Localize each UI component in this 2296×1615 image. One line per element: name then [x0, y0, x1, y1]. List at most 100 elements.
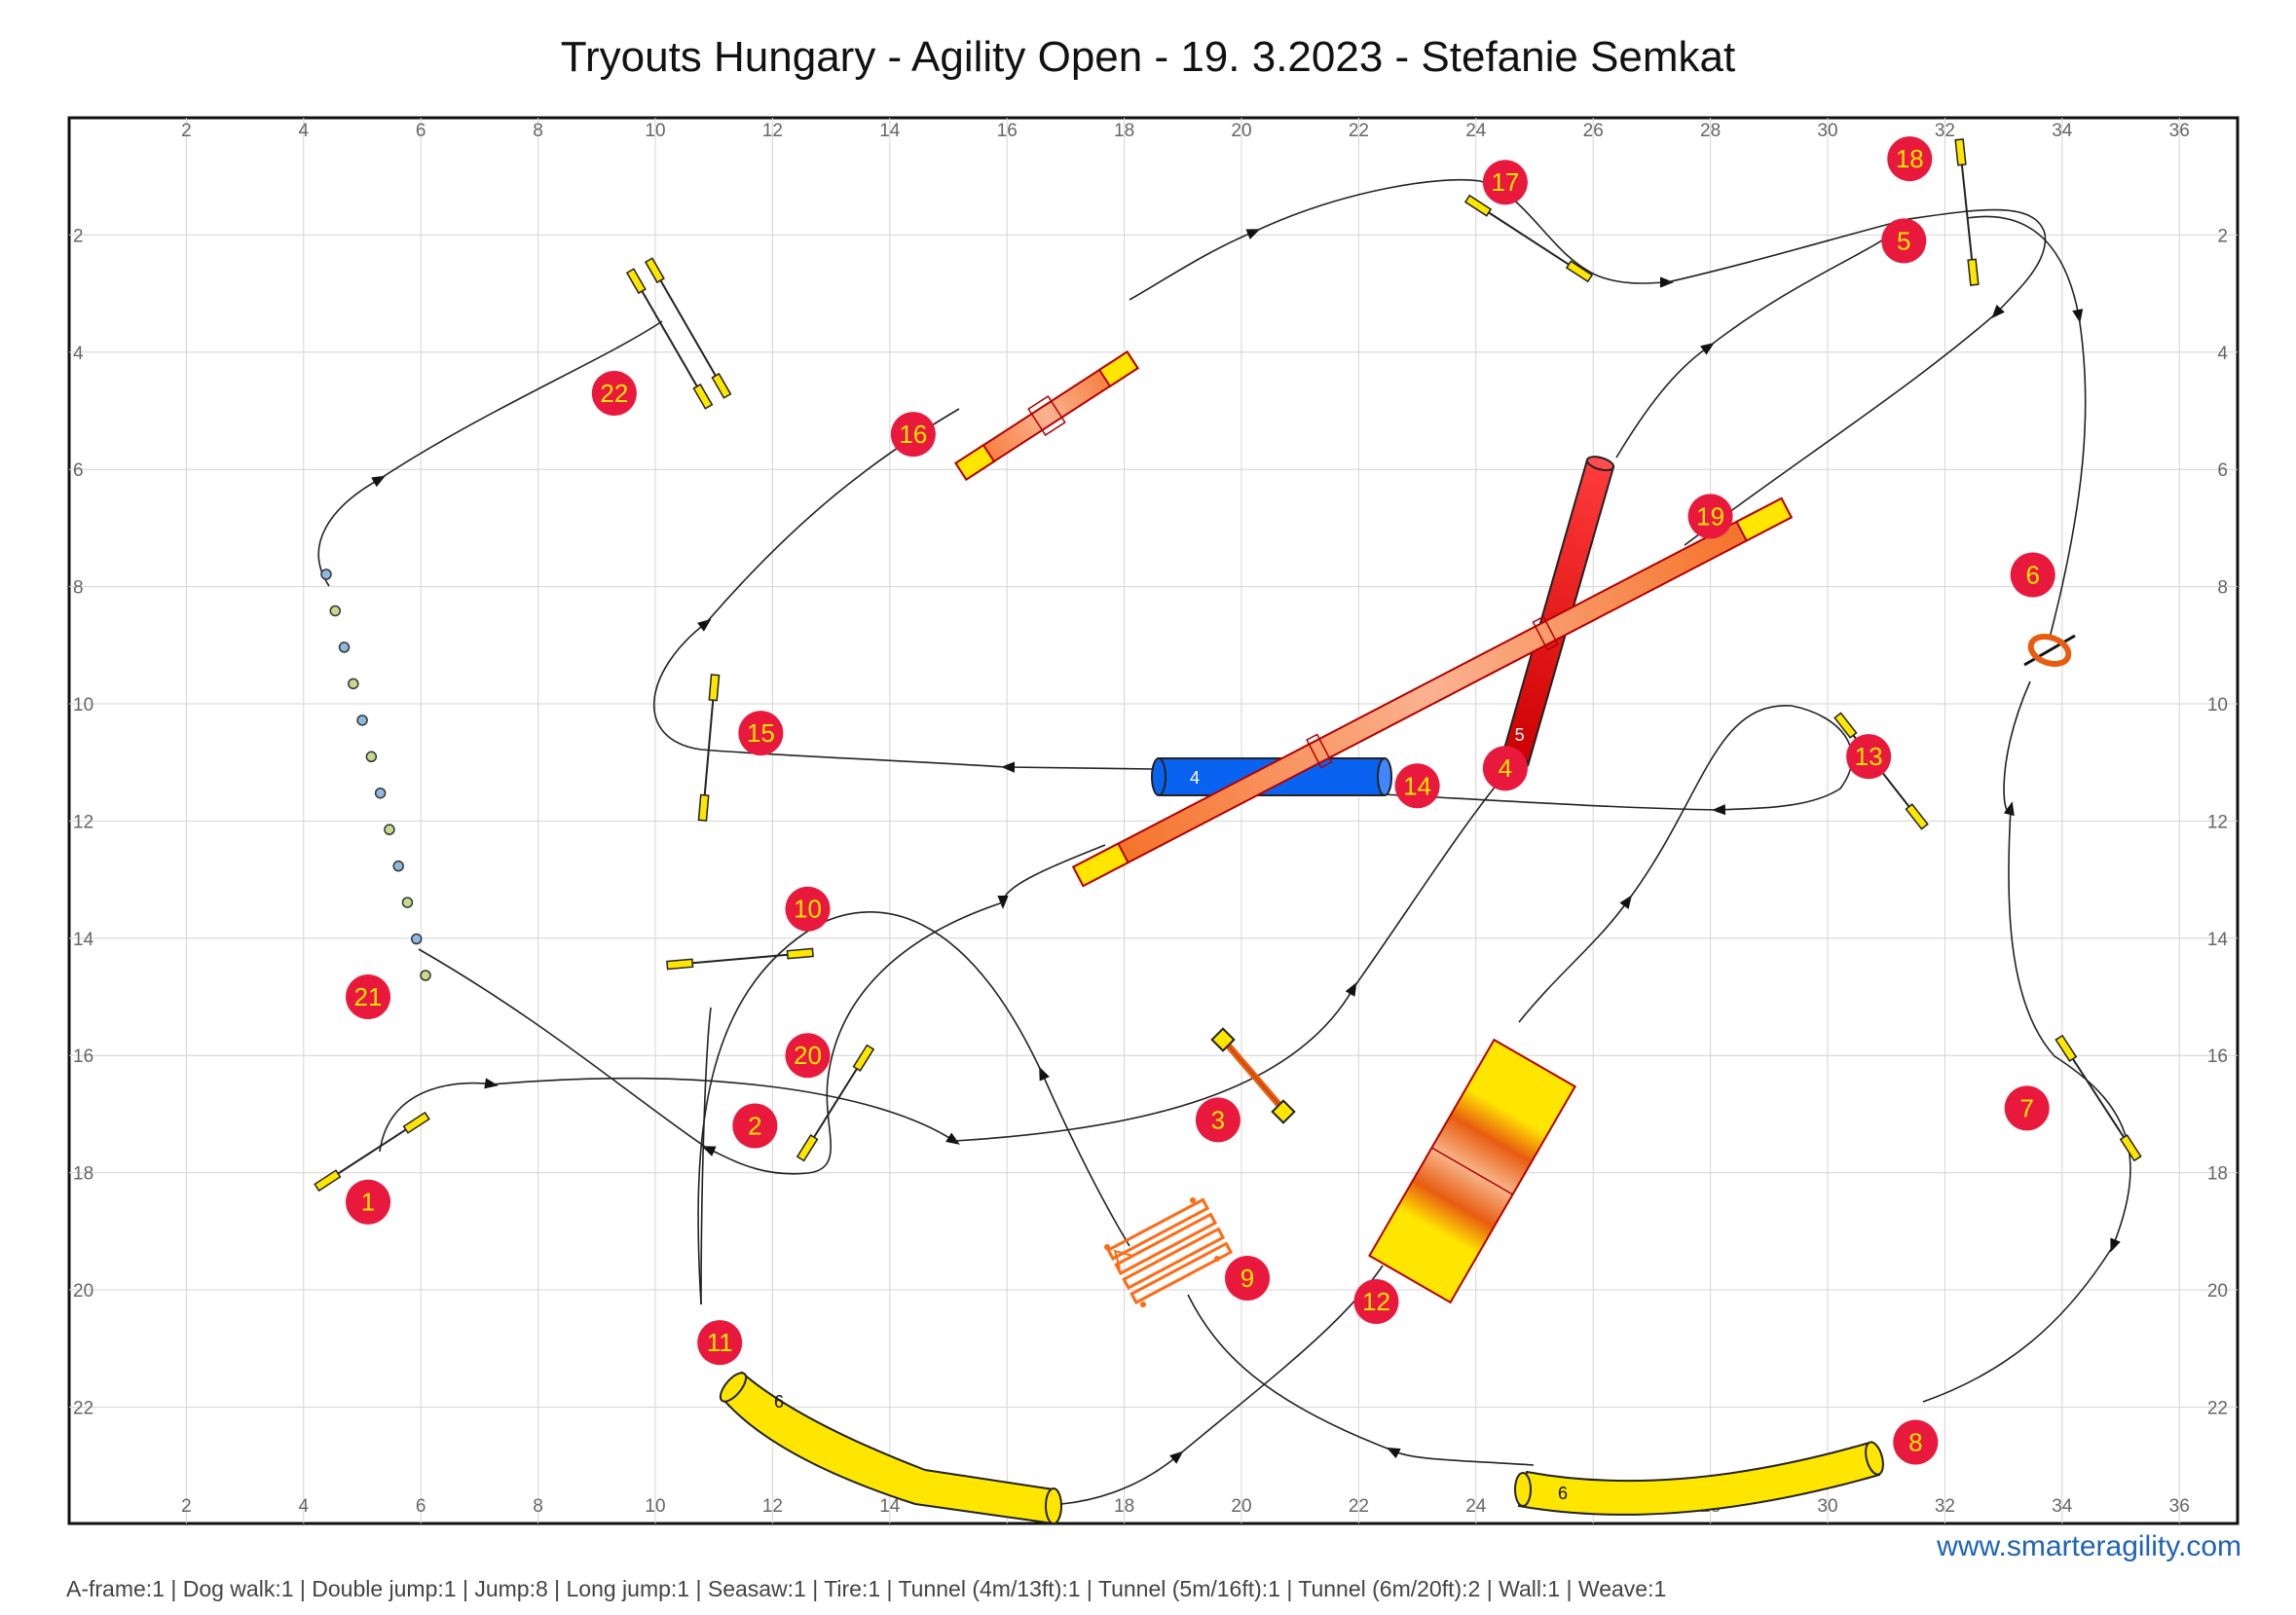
y-tick-label: 12 — [73, 812, 93, 832]
x-tick-label: 20 — [1231, 121, 1251, 141]
number-badge-circle — [1394, 763, 1440, 809]
weave-pole — [374, 787, 387, 799]
number-badge-label: 8 — [1908, 1428, 1922, 1457]
number-badge: 6 — [2010, 552, 2055, 598]
jump — [796, 1044, 875, 1162]
number-badge-label: 7 — [2019, 1093, 2033, 1122]
jump — [666, 947, 814, 971]
y-tick-label: 16 — [2207, 1046, 2228, 1067]
y-tick-label: 18 — [73, 1164, 93, 1185]
number-badge: 22 — [591, 370, 637, 416]
number-badge: 19 — [1687, 494, 1733, 539]
x-tick-label: 30 — [1817, 121, 1837, 141]
number-badge: 2 — [732, 1103, 778, 1149]
tunnel-label: 6 — [1558, 1484, 1568, 1503]
x-tick-label: 10 — [645, 1496, 665, 1517]
number-badge: 21 — [346, 974, 391, 1019]
weave-pole — [410, 933, 423, 945]
jump — [2055, 1034, 2142, 1162]
y-tick-label: 14 — [73, 930, 94, 950]
number-badge: 18 — [1887, 136, 1933, 182]
number-badge-label: 5 — [1897, 226, 1910, 255]
x-tick-label: 24 — [1465, 121, 1487, 141]
number-badge-circle — [2004, 1085, 2050, 1131]
number-badge-label: 15 — [747, 718, 775, 748]
x-tick-label: 32 — [1935, 121, 1955, 141]
course-map: 2244668810101212141416161818202022222424… — [67, 116, 2240, 1525]
number-badge-label: 20 — [794, 1041, 822, 1070]
x-tick-label: 12 — [762, 1496, 783, 1517]
number-badge-circle — [346, 1179, 391, 1225]
x-tick-label: 6 — [416, 1496, 426, 1517]
x-tick-label: 36 — [2169, 1496, 2190, 1517]
number-badge-circle — [1482, 746, 1528, 791]
weave-pole — [348, 678, 359, 690]
x-tick-label: 8 — [533, 121, 543, 141]
x-tick-label: 24 — [1465, 1496, 1487, 1517]
number-badge: 13 — [1846, 734, 1892, 780]
number-badge-label: 13 — [1855, 742, 1883, 771]
number-badge-label: 14 — [1403, 771, 1431, 800]
weave-pole — [365, 751, 378, 763]
number-badge: 11 — [697, 1320, 743, 1366]
number-badge-circle — [1353, 1279, 1399, 1325]
x-tick-label: 4 — [299, 1496, 310, 1517]
x-tick-label: 16 — [997, 121, 1018, 141]
number-badge-label: 18 — [1896, 144, 1924, 173]
tunnel-label: 6 — [774, 1392, 784, 1412]
number-badge-circle — [890, 412, 936, 458]
number-badge-label: 1 — [361, 1188, 375, 1217]
number-badge-circle — [2010, 552, 2055, 598]
number-badge-label: 3 — [1211, 1105, 1225, 1134]
y-tick-label: 8 — [73, 578, 84, 599]
number-badge-circle — [346, 974, 391, 1019]
number-badge-circle — [1482, 160, 1528, 205]
weave-pole — [320, 569, 332, 580]
number-badge-circle — [1881, 218, 1927, 264]
dog-walk — [1071, 496, 1794, 888]
y-tick-label: 6 — [73, 460, 84, 481]
tire — [2023, 633, 2076, 668]
number-badge: 7 — [2004, 1085, 2050, 1131]
x-tick-label: 2 — [181, 121, 192, 141]
number-badge-circle — [785, 886, 831, 932]
x-tick-label: 34 — [2052, 1496, 2073, 1517]
x-tick-label: 4 — [299, 121, 310, 141]
y-tick-label: 18 — [2207, 1164, 2228, 1185]
jumps — [314, 138, 2142, 1193]
number-badge: 20 — [785, 1033, 831, 1079]
page-title: Tryouts Hungary - Agility Open - 19. 3.2… — [560, 33, 1736, 81]
number-badge: 15 — [738, 711, 784, 756]
jump — [1954, 138, 1980, 286]
number-badge-label: 10 — [794, 895, 822, 924]
weave-pole — [401, 897, 414, 908]
y-tick-label: 20 — [73, 1281, 93, 1302]
weave-pole — [392, 860, 404, 872]
y-tick-label: 14 — [2207, 930, 2229, 950]
grid-labels: 2244668810101212141416161818202022222424… — [73, 121, 2228, 1517]
x-tick-label: 14 — [879, 121, 901, 141]
y-tick-label: 22 — [2207, 1398, 2228, 1418]
number-badge-circle — [732, 1103, 778, 1149]
a-frame — [1368, 1038, 1576, 1304]
number-badge-label: 6 — [2025, 561, 2039, 590]
y-tick-label: 8 — [2217, 578, 2228, 599]
x-tick-label: 32 — [1935, 1496, 1955, 1517]
y-tick-label: 20 — [2207, 1281, 2228, 1302]
weave-pole — [329, 605, 342, 617]
x-tick-label: 2 — [181, 1496, 192, 1517]
y-tick-label: 2 — [73, 226, 84, 246]
number-badge: 10 — [785, 886, 831, 932]
number-badge-circle — [1893, 1419, 1939, 1465]
number-badge-label: 22 — [600, 379, 628, 408]
wall — [1210, 1027, 1296, 1124]
number-badge-label: 12 — [1362, 1287, 1390, 1316]
number-badge-label: 21 — [354, 982, 383, 1011]
number-badge-circle — [1846, 734, 1892, 780]
x-tick-label: 8 — [533, 1496, 543, 1517]
x-tick-label: 6 — [416, 121, 426, 141]
number-badge: 8 — [1893, 1419, 1939, 1465]
grid-lines — [69, 118, 2238, 1523]
y-tick-label: 10 — [73, 695, 93, 716]
x-tick-label: 12 — [762, 121, 783, 141]
